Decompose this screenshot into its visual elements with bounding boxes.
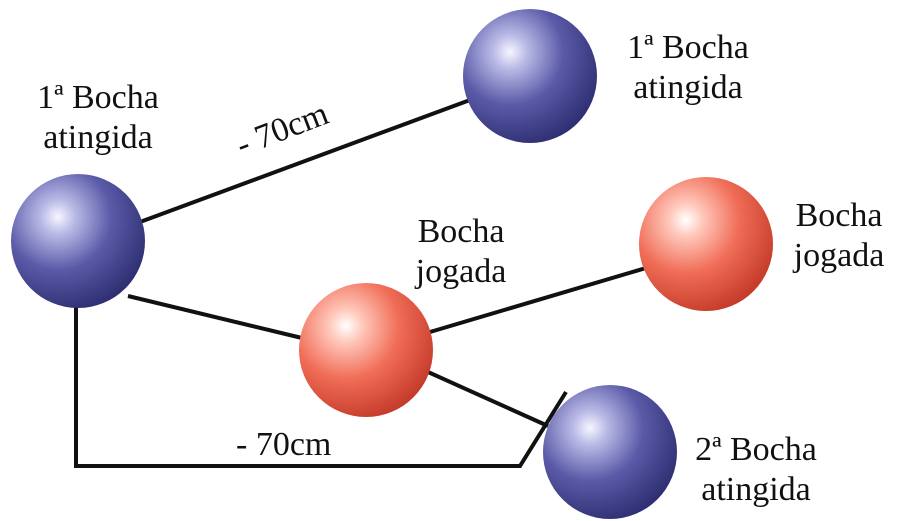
label-right-ball: Bocha jogada	[778, 196, 900, 276]
label-right-line1: Bocha	[795, 197, 883, 234]
ball-left-blue	[11, 174, 145, 308]
label-left-line2: atingida	[43, 119, 153, 156]
label-center-ball: Bocha jogada	[396, 212, 526, 292]
measure-line-bottom	[74, 300, 568, 468]
label-bottom-line1: 2ª Bocha	[695, 431, 817, 468]
line-left-to-top	[139, 98, 471, 224]
label-center-line2: jogada	[415, 253, 507, 290]
ball-top-blue	[463, 9, 597, 143]
label-center-line1: Bocha	[417, 213, 505, 250]
label-right-line2: jogada	[793, 237, 885, 274]
ball-center-red	[299, 283, 433, 417]
ball-bottom-blue	[543, 385, 677, 519]
line-center-to-right	[429, 266, 647, 334]
label-left-line1: 1ª Bocha	[37, 79, 159, 116]
label-bottom-ball: 2ª Bocha atingida	[676, 430, 836, 510]
distance-label-bottom: - 70cm	[236, 426, 332, 463]
label-top-ball: 1ª Bocha atingida	[608, 28, 768, 108]
label-top-line1: 1ª Bocha	[627, 29, 749, 66]
label-top-line2: atingida	[633, 69, 743, 106]
ball-right-red	[639, 177, 773, 311]
line-center-to-bottom	[427, 370, 549, 428]
line-left-to-center	[127, 294, 303, 340]
label-left-ball: 1ª Bocha atingida	[18, 78, 178, 158]
label-bottom-line2: atingida	[701, 471, 811, 508]
